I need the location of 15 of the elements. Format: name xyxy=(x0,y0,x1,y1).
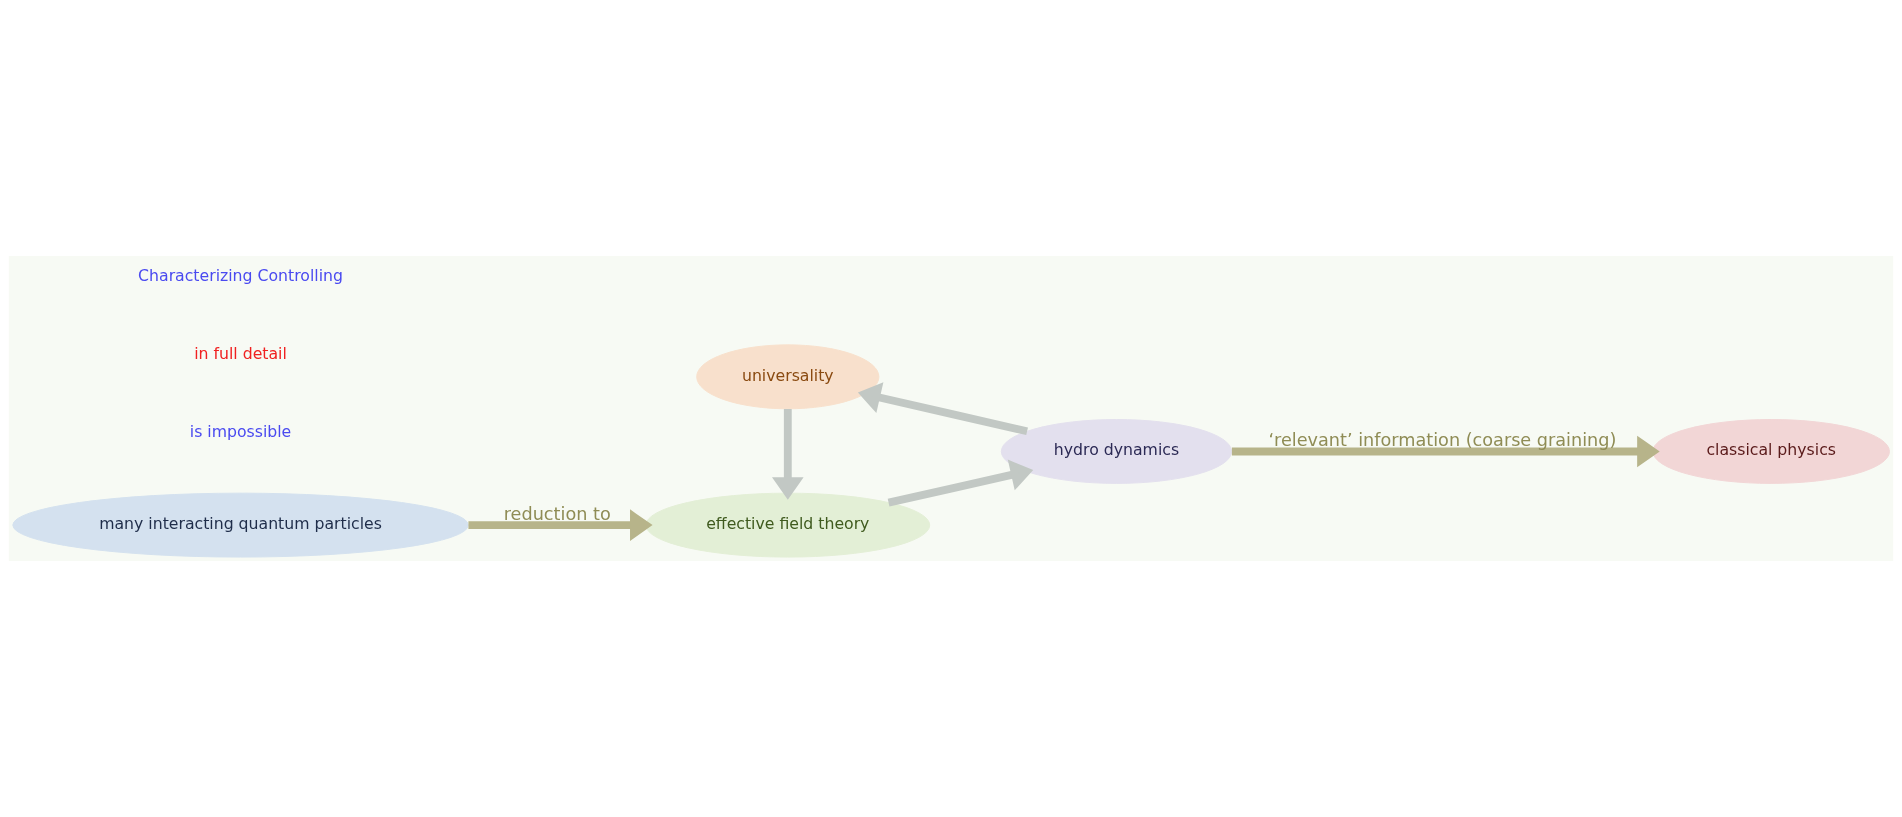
label: is impossible xyxy=(189,421,292,441)
node-ellipse: hydro dynamics xyxy=(1000,419,1233,484)
edge-label: ‘relevant’ information (coarse graining) xyxy=(1268,429,1617,450)
node-ellipse: classical physics xyxy=(1652,419,1890,484)
node-ellipse: universality xyxy=(696,344,880,410)
arrow xyxy=(772,409,804,500)
edge-label: reduction to xyxy=(503,503,611,524)
arrow xyxy=(887,459,1034,507)
node-ellipse: many interacting quantum particles xyxy=(12,492,469,558)
arrow xyxy=(468,509,653,541)
arrow xyxy=(1231,435,1660,468)
node-ellipse: effective field theory xyxy=(645,492,931,558)
label: Characterizing Controlling xyxy=(138,266,343,286)
label: in full detail xyxy=(194,343,287,363)
arrow xyxy=(857,382,1028,436)
